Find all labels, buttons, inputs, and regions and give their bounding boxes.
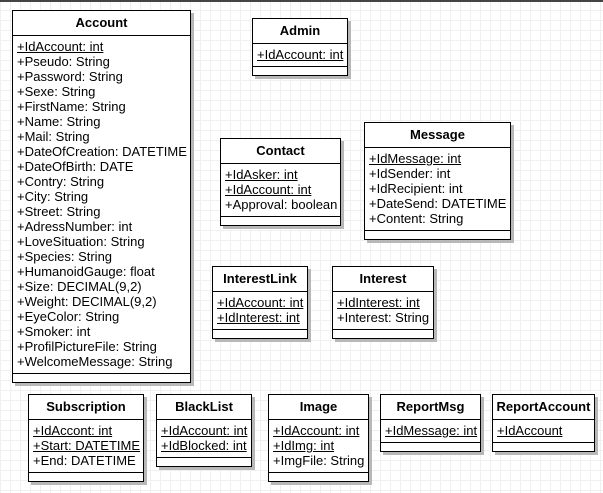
operations-compartment bbox=[269, 473, 368, 481]
class-name: Account bbox=[13, 11, 190, 36]
key-attribute: +Start: DATETIME bbox=[33, 438, 141, 453]
class-name: ReportMsg bbox=[381, 395, 480, 420]
class-interestlink[interactable]: InterestLink+IdAccount: int+IdInterest: … bbox=[212, 266, 308, 339]
key-attribute: +IdAccount: int bbox=[257, 47, 344, 62]
attribute-list: +IdMessage: int+IdSender: int+IdRecipien… bbox=[365, 148, 510, 231]
class-subscription[interactable]: Subscription+IdAccont: int+Start: DATETI… bbox=[28, 394, 144, 482]
key-attribute: +IdAccont: int bbox=[33, 423, 113, 438]
attribute: +ImgFile: String bbox=[273, 453, 365, 468]
class-name: Contact bbox=[221, 139, 340, 164]
canvas-top-border bbox=[0, 0, 603, 2]
attribute: +WelcomeMessage: String bbox=[17, 354, 173, 369]
operations-compartment bbox=[333, 330, 433, 338]
operations-compartment bbox=[253, 67, 347, 75]
key-attribute: +IdInterest: int bbox=[337, 295, 420, 310]
key-attribute: +IdInterest: int bbox=[217, 310, 300, 325]
attribute-list: +IdMessage: int bbox=[381, 420, 480, 443]
attribute: +Approval: boolean bbox=[225, 197, 338, 212]
attribute-list: +IdAccount: int bbox=[253, 44, 347, 67]
attribute-list: +IdAccount bbox=[493, 420, 594, 443]
attribute: +Contry: String bbox=[17, 174, 105, 189]
attribute: +FirstName: String bbox=[17, 99, 126, 114]
class-reportaccount[interactable]: ReportAccount +IdAccount bbox=[492, 394, 595, 452]
class-name: ReportAccount bbox=[493, 395, 594, 420]
attribute: +Password: String bbox=[17, 69, 123, 84]
class-name: Image bbox=[269, 395, 368, 420]
operations-compartment bbox=[221, 217, 340, 225]
operations-compartment bbox=[381, 443, 480, 451]
operations-compartment bbox=[365, 231, 510, 239]
attribute-list: +IdAsker: int+IdAccount: int+Approval: b… bbox=[221, 164, 340, 217]
attribute: +DateOfCreation: DATETIME bbox=[17, 144, 187, 159]
attribute: +Size: DECIMAL(9,2) bbox=[17, 279, 142, 294]
class-name: Subscription bbox=[29, 395, 143, 420]
class-blacklist[interactable]: BlackList+IdAccount: int+IdBlocked: int bbox=[156, 394, 252, 467]
attribute: +End: DATETIME bbox=[33, 453, 136, 468]
key-attribute: +IdImg: int bbox=[273, 438, 335, 453]
attribute: +LoveSituation: String bbox=[17, 234, 145, 249]
attribute: +IdRecipient: int bbox=[369, 181, 463, 196]
operations-compartment bbox=[157, 458, 251, 466]
attribute: +DateOfBirth: DATE bbox=[17, 159, 134, 174]
attribute: +Name: String bbox=[17, 114, 101, 129]
attribute: +DateSend: DATETIME bbox=[369, 196, 507, 211]
class-interest[interactable]: Interest+IdInterest: int+Interest: Strin… bbox=[332, 266, 434, 339]
key-attribute: +IdAsker: int bbox=[225, 167, 298, 182]
class-contact[interactable]: Contact+IdAsker: int+IdAccount: int+Appr… bbox=[220, 138, 341, 226]
key-attribute: +IdAccount: int bbox=[225, 182, 312, 197]
class-image[interactable]: Image+IdAccount: int+IdImg: int+ImgFile:… bbox=[268, 394, 369, 482]
class-account[interactable]: Account+IdAccount: int+Pseudo: String+Pa… bbox=[12, 10, 191, 383]
operations-compartment bbox=[13, 374, 190, 382]
attribute: +Mail: String bbox=[17, 129, 90, 144]
operations-compartment bbox=[29, 473, 143, 481]
attribute-list: +IdAccount: int+IdInterest: int bbox=[213, 292, 307, 330]
attribute-list: +IdAccount: int+Pseudo: String+Password:… bbox=[13, 36, 190, 374]
key-attribute: +IdAccount: int bbox=[17, 39, 104, 54]
key-attribute: +IdMessage: int bbox=[385, 423, 478, 438]
class-name: BlackList bbox=[157, 395, 251, 420]
attribute: +ProfilPictureFile: String bbox=[17, 339, 157, 354]
key-attribute: +IdBlocked: int bbox=[161, 438, 247, 453]
class-reportmsg[interactable]: ReportMsg +IdMessage: int bbox=[380, 394, 481, 452]
attribute: +HumanoidGauge: float bbox=[17, 264, 155, 279]
attribute: +IdSender: int bbox=[369, 166, 451, 181]
attribute: +Content: String bbox=[369, 211, 464, 226]
key-attribute: +IdAccount: int bbox=[273, 423, 360, 438]
key-attribute: +IdMessage: int bbox=[369, 151, 462, 166]
attribute: +Sexe: String bbox=[17, 84, 96, 99]
operations-compartment bbox=[213, 330, 307, 338]
attribute: +Species: String bbox=[17, 249, 113, 264]
attribute: +Weight: DECIMAL(9,2) bbox=[17, 294, 157, 309]
attribute: +Pseudo: String bbox=[17, 54, 110, 69]
class-name: Message bbox=[365, 123, 510, 148]
attribute: +Interest: String bbox=[337, 310, 430, 325]
attribute: +AdressNumber: int bbox=[17, 219, 133, 234]
class-name: Interest bbox=[333, 267, 433, 292]
attribute: +EyeColor: String bbox=[17, 309, 120, 324]
key-attribute: +IdAccount: int bbox=[161, 423, 248, 438]
class-name: InterestLink bbox=[213, 267, 307, 292]
key-attribute: +IdAccount: int bbox=[217, 295, 304, 310]
attribute: +Smoker: int bbox=[17, 324, 91, 339]
class-name: Admin bbox=[253, 19, 347, 44]
attribute-list: +IdAccont: int+Start: DATETIME+End: DATE… bbox=[29, 420, 143, 473]
class-message[interactable]: Message+IdMessage: int+IdSender: int+IdR… bbox=[364, 122, 511, 240]
attribute: +City: String bbox=[17, 189, 89, 204]
attribute-list: +IdInterest: int+Interest: String bbox=[333, 292, 433, 330]
class-admin[interactable]: Admin +IdAccount: int bbox=[252, 18, 348, 76]
attribute-list: +IdAccount: int+IdImg: int+ImgFile: Stri… bbox=[269, 420, 368, 473]
attribute-list: +IdAccount: int+IdBlocked: int bbox=[157, 420, 251, 458]
attribute: +Street: String bbox=[17, 204, 101, 219]
operations-compartment bbox=[493, 443, 594, 451]
key-attribute: +IdAccount bbox=[497, 423, 563, 438]
